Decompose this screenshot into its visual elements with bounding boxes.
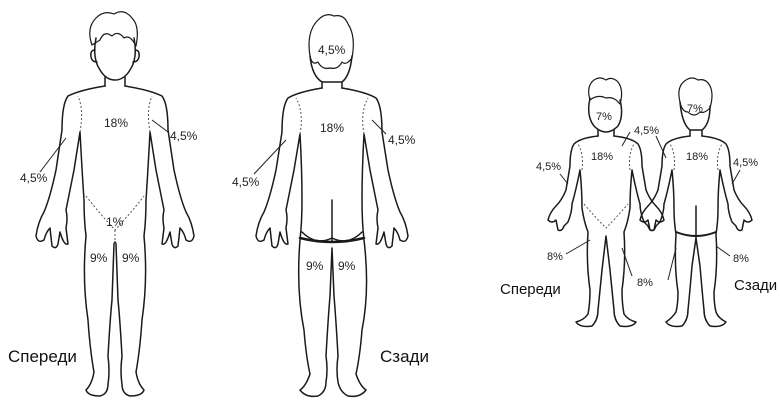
child-back-trunk-pct: 18% [686,151,708,163]
adult-back-caption: Сзади [380,347,429,366]
adult-front-labels: 18% 4,5% 4,5% 1% 9% 9% Спереди [8,116,198,366]
adult-front-head [95,38,136,80]
child-front-caption: Спереди [500,281,561,298]
adult-front-caption: Спереди [8,347,77,366]
adult-front-genitals-pct: 1% [106,215,124,229]
adult-front-arm-left-pct: 4,5% [20,171,48,185]
adult-front-trunk-pct: 18% [104,116,128,130]
adult-front-leg-left-pct: 9% [90,251,108,265]
adult-front-arm-right-pct: 4,5% [170,129,198,143]
adult-front-hair [90,12,138,46]
adult-back-arm-right-pct: 4,5% [388,133,416,147]
child-front-leg-left-pct: 8% [547,251,563,263]
adult-back-head-pct: 4,5% [318,43,346,57]
child-front-body [548,136,664,327]
child-back-caption: Сзади [734,277,777,294]
adult-back-figure [256,15,408,397]
child-front-trunk-pct: 18% [591,151,613,163]
adult-back-arm-left-pct: 4,5% [232,175,260,189]
child-back-leg-right-pct: 8% [733,253,749,265]
child-back-arm-right-pct: 4,5% [733,157,758,169]
child-back-arm-left-pct: 4,5% [634,125,659,137]
adult-front-figure [36,12,194,396]
child-front-head-pct: 7% [596,111,612,123]
adult-back-trunk-pct: 18% [320,121,344,135]
adult-back-labels: 4,5% 18% 4,5% 4,5% 9% 9% Сзади [232,43,429,366]
child-front-arm-pct: 4,5% [536,161,561,173]
adult-front-leg-right-pct: 9% [122,251,140,265]
adult-back-hair [309,15,353,69]
adult-back-leg-left-pct: 9% [306,259,324,273]
child-front-leg-right-pct: 8% [637,277,653,289]
adult-back-leg-right-pct: 9% [338,259,356,273]
child-back-head-pct: 7% [687,103,703,115]
